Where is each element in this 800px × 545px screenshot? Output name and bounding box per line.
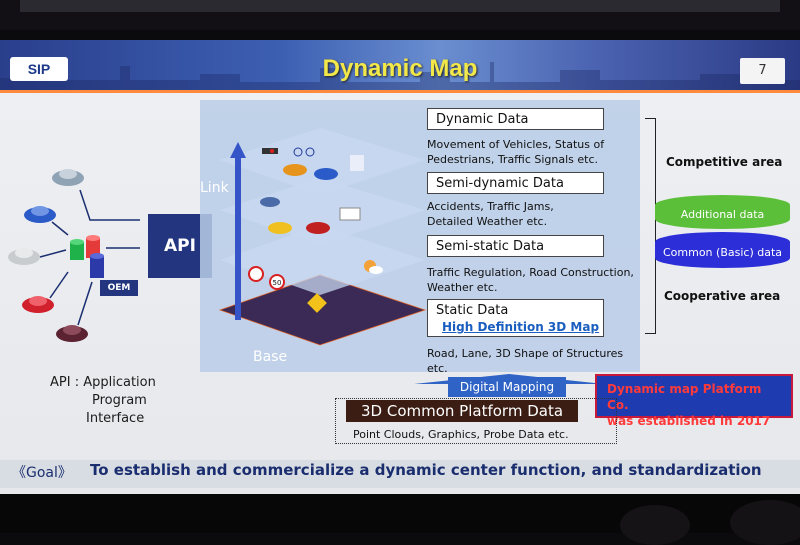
- goal-text: To establish and commercialize a dynamic…: [90, 461, 762, 479]
- semi-dynamic-layer: [220, 178, 425, 245]
- desc-line: Accidents, Traffic Jams,: [427, 200, 554, 213]
- base-label: Base: [253, 349, 288, 365]
- static-data-desc: Road, Lane, 3D Shape of Structures etc.: [427, 346, 647, 376]
- layered-map-graphic: 50: [218, 128, 427, 346]
- dynamic-layer: [220, 128, 425, 195]
- header-underline: [0, 90, 800, 93]
- desc-line: Weather etc.: [427, 281, 498, 294]
- pedestrian-icon: [350, 155, 364, 171]
- car-icon: [56, 325, 88, 342]
- connection-arrows: [39, 189, 140, 326]
- common-data-cylinder: Common (Basic) data: [655, 232, 790, 268]
- screen-top-strip: [20, 0, 780, 12]
- api-definition-line: Program: [92, 393, 147, 408]
- skyline-graphic: [0, 62, 800, 90]
- audience-head: [730, 500, 800, 545]
- note-line: Dynamic map Platform Co.: [607, 382, 762, 412]
- presentation-photo: SIP Dynamic Map 7 API OEM API : Applicat…: [0, 0, 800, 494]
- api-definition-line: API : Application: [50, 375, 156, 390]
- database-icon: [70, 235, 104, 278]
- car-icon: [24, 206, 56, 223]
- additional-data-cylinder: Additional data: [655, 195, 790, 229]
- desc-line: Pedestrians, Traffic Signals etc.: [427, 153, 599, 166]
- semi-dynamic-data-label: Semi-dynamic Data: [427, 172, 604, 194]
- no-entry-sign-icon: [248, 266, 264, 282]
- desc-line: Traffic Regulation, Road Construction,: [427, 266, 634, 279]
- car-icon: [8, 248, 40, 265]
- api-definition-line: Interface: [86, 411, 145, 426]
- weather-sun-icon: [364, 260, 383, 274]
- note-line: was established in 2017: [607, 414, 771, 428]
- sip-logo: SIP: [10, 57, 68, 81]
- desc-line: Road, Lane, 3D Shape of Structures etc.: [427, 347, 624, 375]
- desc-line: Movement of Vehicles, Status of: [427, 138, 605, 151]
- semi-static-data-desc: Traffic Regulation, Road Construction, W…: [427, 265, 647, 295]
- dynamic-data-label: Dynamic Data: [427, 108, 604, 130]
- audience-head: [620, 505, 690, 545]
- api-definition: API : Application Program Interface: [50, 374, 210, 428]
- car-icon: [22, 296, 54, 313]
- traffic-signal-icon: [262, 148, 278, 154]
- desc-line: Detailed Weather etc.: [427, 215, 548, 228]
- platform-company-note: Dynamic map Platform Co. was established…: [595, 374, 793, 428]
- slide-title: Dynamic Map: [322, 55, 478, 82]
- vehicles-illustration: [8, 169, 140, 342]
- link-label: Link: [200, 180, 229, 196]
- platform-data-box: [335, 398, 617, 444]
- platform-data-title: 3D Common Platform Data: [346, 400, 578, 422]
- page-number: 7: [740, 58, 785, 84]
- oem-label: OEM: [100, 280, 138, 296]
- digital-mapping-label: Digital Mapping: [448, 377, 566, 397]
- weather-cloud-icon: [260, 197, 280, 207]
- speed-limit-sign-icon: 50: [269, 274, 285, 290]
- roadwork-sign-icon: [307, 293, 327, 313]
- competitive-area-label: Competitive area: [666, 155, 783, 169]
- car-icon: [306, 222, 330, 234]
- car-icon: [283, 164, 307, 176]
- speed-limit-value: 50: [273, 279, 282, 287]
- truck-icon: [339, 207, 361, 221]
- car-icon: [52, 169, 84, 186]
- car-icon: [268, 222, 292, 234]
- hd-map-link[interactable]: High Definition 3D Map: [442, 320, 600, 334]
- area-bracket: [645, 118, 656, 334]
- cooperative-area-label: Cooperative area: [664, 289, 781, 303]
- slide-header: [0, 40, 800, 92]
- static-data-title: Static Data: [436, 303, 509, 318]
- semi-static-data-label: Semi-static Data: [427, 235, 604, 257]
- platform-data-sub: Point Clouds, Graphics, Probe Data etc.: [353, 428, 569, 441]
- goal-label: 《Goal》: [12, 465, 72, 481]
- static-data-label: Static Data: [427, 299, 604, 337]
- dynamic-data-desc: Movement of Vehicles, Status of Pedestri…: [427, 137, 647, 167]
- goal-bar: [0, 460, 800, 488]
- semi-dynamic-data-desc: Accidents, Traffic Jams, Detailed Weathe…: [427, 199, 647, 229]
- car-icon: [314, 168, 338, 180]
- cyclist-icon: [293, 147, 315, 157]
